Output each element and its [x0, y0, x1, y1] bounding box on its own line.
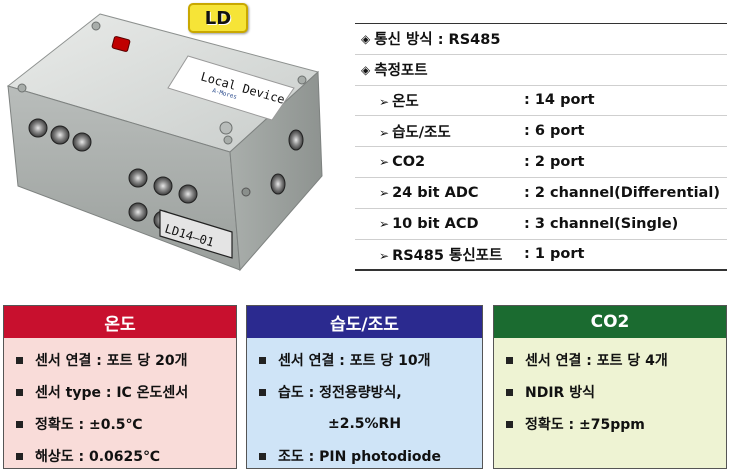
list-item: 습도 : 정전용량방식,	[259, 376, 472, 408]
arrow-bullet-icon: ➢	[379, 125, 390, 140]
spec-comm-row: ◈ 통신 방식 : RS485	[355, 24, 727, 55]
spec-port-name: RS485 통신포트	[392, 247, 503, 264]
spec-port-row: ➢24 bit ADC : 2 channel(Differential)	[355, 178, 727, 209]
temperature-box-body: 센서 연결 : 포트 당 20개 센서 type : IC 온도센서 정확도 :…	[4, 338, 236, 468]
spec-port-name: 10 bit ACD	[392, 215, 479, 232]
list-item-text: NDIR 방식	[525, 385, 595, 401]
square-bullet-icon	[259, 452, 266, 460]
list-item: 센서 type : IC 온도센서	[16, 376, 226, 408]
spec-port-value: : 3 channel(Single)	[524, 215, 679, 232]
square-bullet-icon	[16, 356, 23, 364]
diamond-bullet-icon: ◈	[361, 31, 371, 46]
square-bullet-icon	[506, 388, 513, 396]
co2-box-title: CO2	[494, 306, 726, 338]
square-bullet-icon	[16, 388, 23, 396]
square-bullet-icon	[16, 420, 23, 428]
side-connectors	[241, 129, 304, 197]
arrow-bullet-icon: ➢	[379, 216, 390, 231]
list-item-text: 해상도 : 0.0625℃	[35, 449, 160, 465]
list-item-text: 센서 연결 : 포트 당 10개	[278, 353, 431, 369]
spec-ports-row: ◈ 측정포트	[355, 55, 727, 86]
list-item-continuation: ±2.5%RH	[259, 408, 472, 440]
arrow-bullet-icon: ➢	[379, 155, 390, 170]
spec-port-row: ➢RS485 통신포트 : 1 port	[355, 240, 727, 272]
square-bullet-icon	[506, 356, 513, 364]
list-item-text: 센서 연결 : 포트 당 4개	[525, 353, 668, 369]
list-item: 센서 연결 : 포트 당 10개	[259, 344, 472, 376]
humidity-light-box-body: 센서 연결 : 포트 당 10개 습도 : 정전용량방식, ±2.5%RH 조도…	[247, 338, 482, 468]
humidity-light-box-title: 습도/조도	[247, 306, 482, 338]
list-item-text: ±2.5%RH	[328, 416, 402, 432]
list-item-text: 조도 : PIN photodiode	[278, 449, 442, 465]
spec-comm-label: 통신 방식 : RS485	[374, 32, 501, 49]
list-item-text: 센서 연결 : 포트 당 20개	[35, 353, 188, 369]
device-photo: Local Device A-Mores LD14—01 LD	[0, 0, 345, 285]
arrow-bullet-icon: ➢	[379, 248, 390, 263]
ld-badge: LD	[188, 3, 248, 33]
list-item: 조도 : PIN photodiode	[259, 440, 472, 472]
co2-box-body: 센서 연결 : 포트 당 4개 NDIR 방식 정확도 : ±75ppm	[494, 338, 726, 468]
spec-port-row: ➢온도 : 14 port	[355, 86, 727, 117]
spec-port-value: : 2 port	[524, 154, 585, 171]
list-item: 해상도 : 0.0625℃	[16, 440, 226, 472]
temperature-box-title: 온도	[4, 306, 236, 338]
arrow-bullet-icon: ➢	[379, 185, 390, 200]
spec-ports-label: 측정포트	[374, 63, 428, 80]
spec-port-value: : 2 channel(Differential)	[524, 184, 720, 201]
square-bullet-icon	[259, 356, 266, 364]
spec-port-row: ➢습도/조도 : 6 port	[355, 116, 727, 148]
square-bullet-icon	[259, 388, 266, 396]
spec-port-name: CO2	[392, 154, 426, 171]
list-item-text: 센서 type : IC 온도센서	[35, 385, 189, 401]
square-bullet-icon	[16, 452, 23, 460]
list-item: 정확도 : ±75ppm	[506, 408, 716, 440]
spec-port-value: : 1 port	[524, 246, 585, 263]
square-bullet-icon	[506, 420, 513, 428]
list-item: 센서 연결 : 포트 당 20개	[16, 344, 226, 376]
front-connectors-left	[28, 118, 92, 152]
spec-port-name: 온도	[392, 93, 419, 110]
arrow-bullet-icon: ➢	[379, 94, 390, 109]
list-item: NDIR 방식	[506, 376, 716, 408]
spec-port-value: : 14 port	[524, 92, 595, 109]
list-item-text: 정확도 : ±0.5℃	[35, 417, 143, 433]
spec-port-name: 24 bit ADC	[392, 184, 479, 201]
ld-badge-label: LD	[204, 7, 232, 29]
spec-port-row: ➢10 bit ACD : 3 channel(Single)	[355, 209, 727, 240]
diamond-bullet-icon: ◈	[361, 62, 371, 77]
list-item-text: 정확도 : ±75ppm	[525, 417, 645, 433]
spec-port-row: ➢CO2 : 2 port	[355, 147, 727, 178]
co2-box: CO2 센서 연결 : 포트 당 4개 NDIR 방식 정확도 : ±75ppm	[493, 305, 727, 469]
spec-port-value: : 6 port	[524, 123, 585, 140]
spec-port-name: 습도/조도	[392, 124, 451, 141]
list-item: 정확도 : ±0.5℃	[16, 408, 226, 440]
spec-table: ◈ 통신 방식 : RS485 ◈ 측정포트 ➢온도 : 14 port ➢습도…	[355, 23, 727, 272]
device-illustration: Local Device A-Mores LD14—01	[6, 13, 323, 272]
temperature-box: 온도 센서 연결 : 포트 당 20개 센서 type : IC 온도센서 정확…	[3, 305, 237, 469]
humidity-light-box: 습도/조도 센서 연결 : 포트 당 10개 습도 : 정전용량방식, ±2.5…	[246, 305, 483, 469]
list-item: 센서 연결 : 포트 당 4개	[506, 344, 716, 376]
list-item-text: 습도 : 정전용량방식,	[278, 385, 402, 401]
